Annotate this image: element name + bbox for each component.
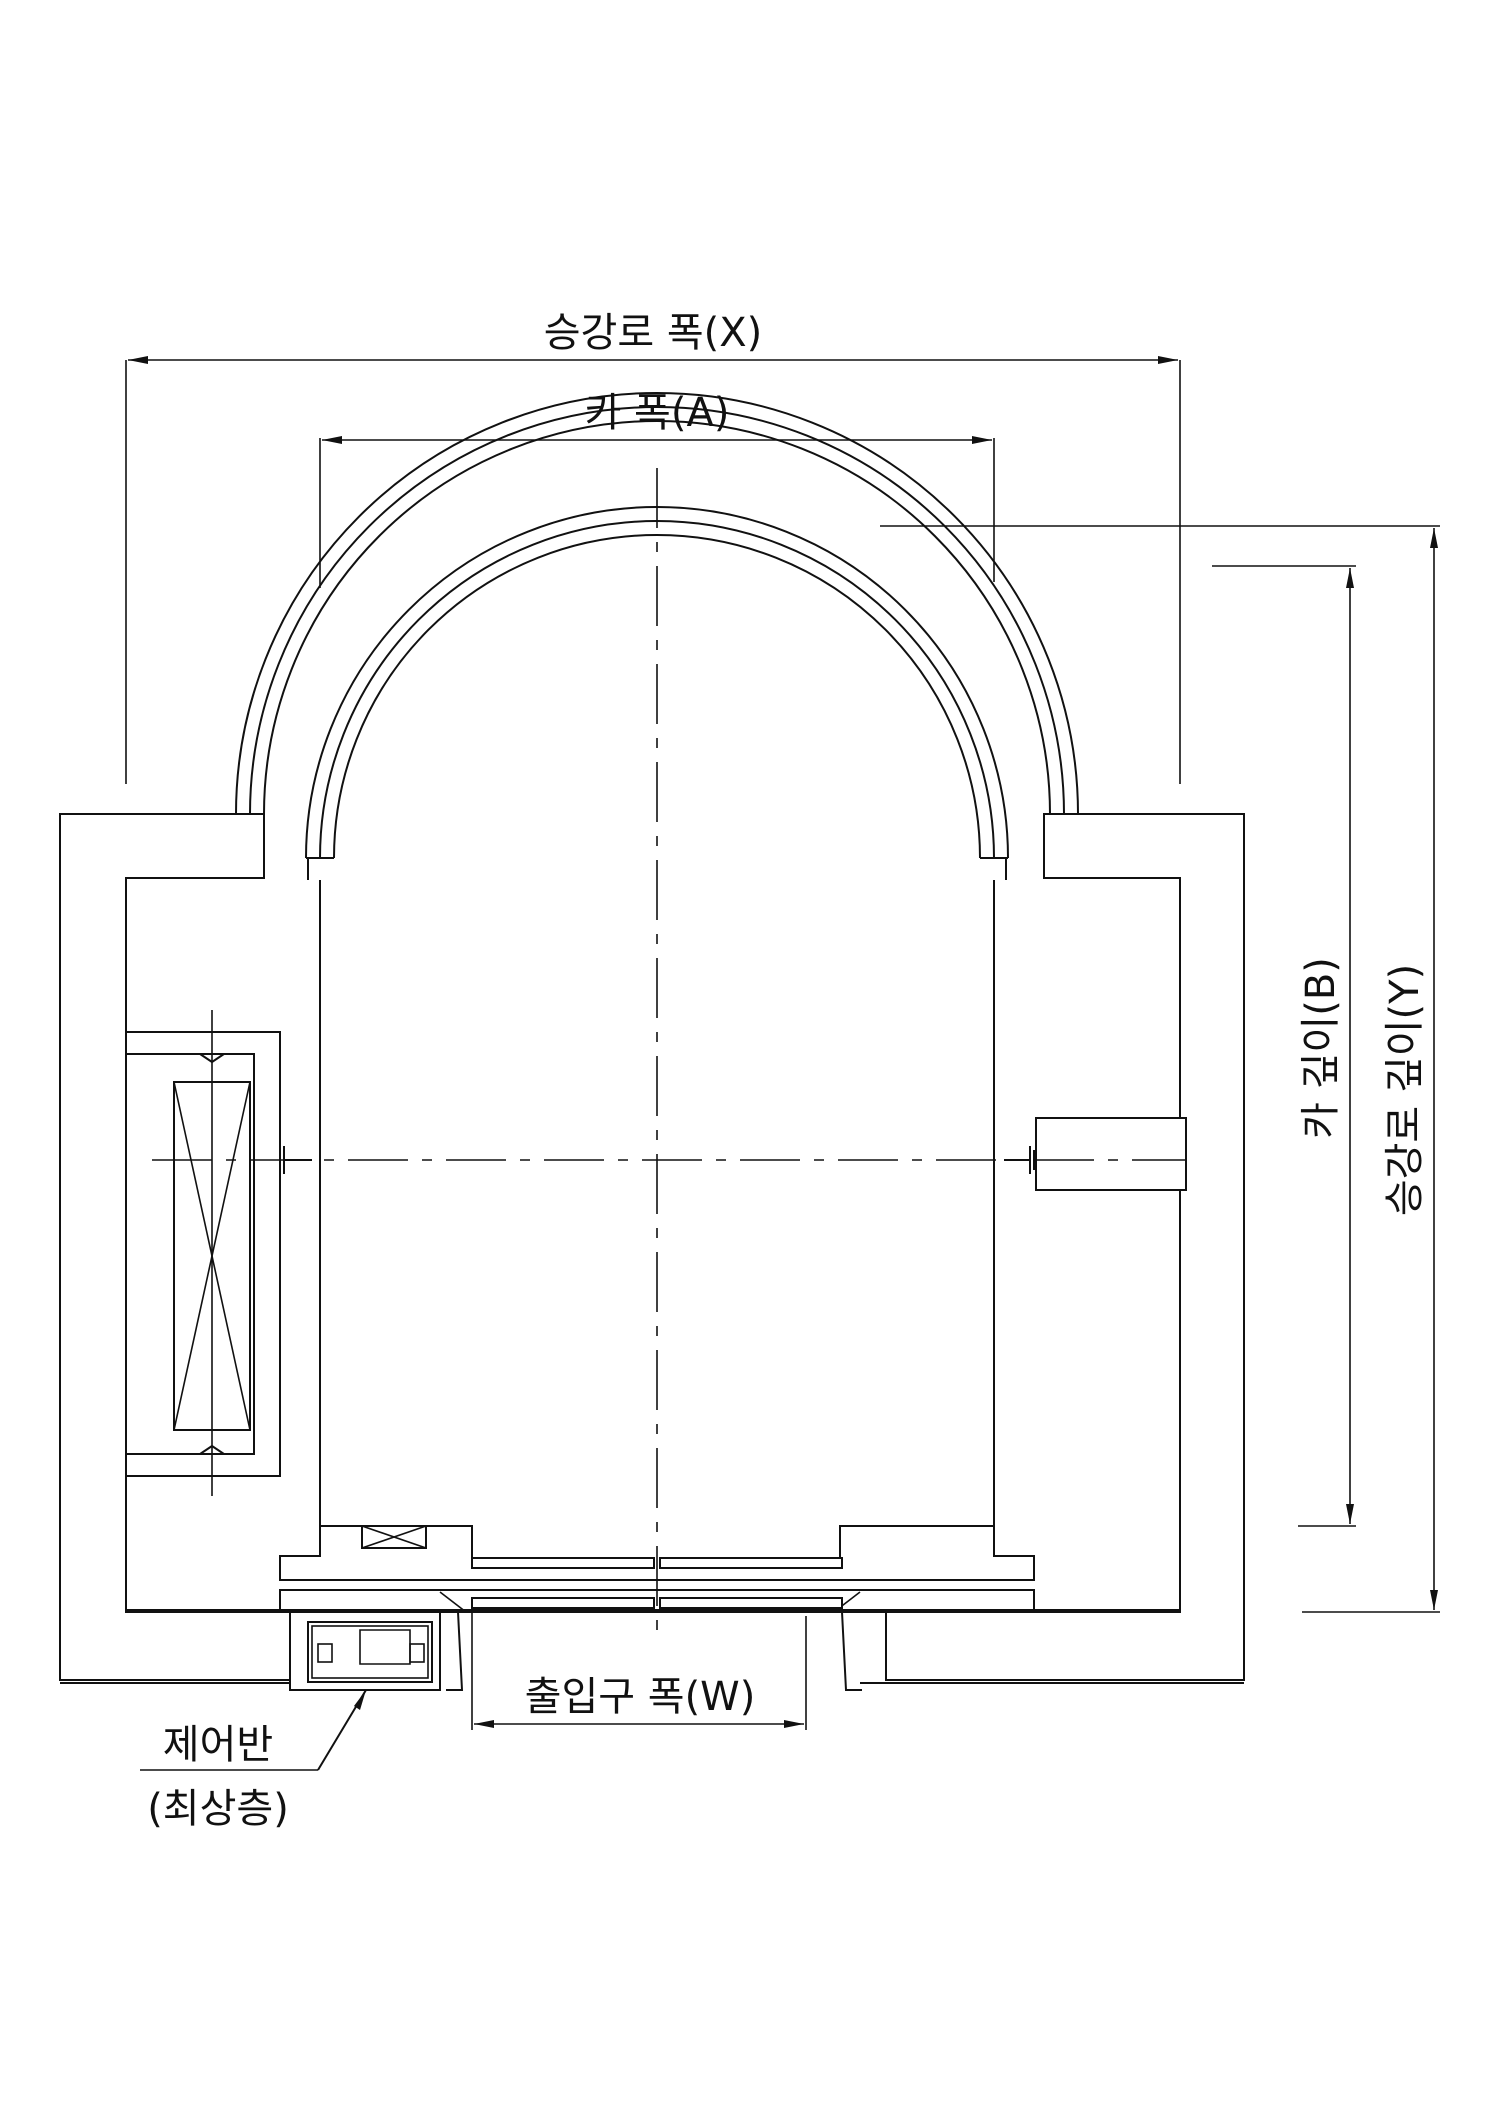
dimension-car-depth: 카 깊이(B) [1212,565,1356,1527]
center-lines [152,468,1186,1634]
car-depth-label: 카 깊이(B) [1298,957,1344,1139]
dimension-entrance-width: 출입구 폭(W) [471,1608,807,1730]
entrance-width-label: 출입구 폭(W) [525,1674,756,1720]
hoistway-width-label: 승강로 폭(X) [544,310,763,356]
control-panel-callout: 제어반 (최상층) [140,1722,318,1832]
hoistway-wall [59,813,1245,1681]
control-panel-label: 제어반 [163,1722,273,1768]
control-panel-floor-label: (최상층) [147,1786,289,1832]
dimension-hoistway-depth: 승강로 깊이(Y) [880,525,1440,1613]
dimension-hoistway-width: 승강로 폭(X) [125,310,1181,784]
guide-rails [279,1117,1187,1191]
car-width-label: 카 폭(A) [585,390,730,436]
control-panel [289,1611,441,1771]
outer-arch [235,392,1079,815]
car-cab [279,880,1035,1581]
counterweight [125,1010,281,1496]
hoistway-depth-label: 승강로 깊이(Y) [1382,964,1428,1216]
dimension-car-width: 카 폭(A) [319,390,995,588]
